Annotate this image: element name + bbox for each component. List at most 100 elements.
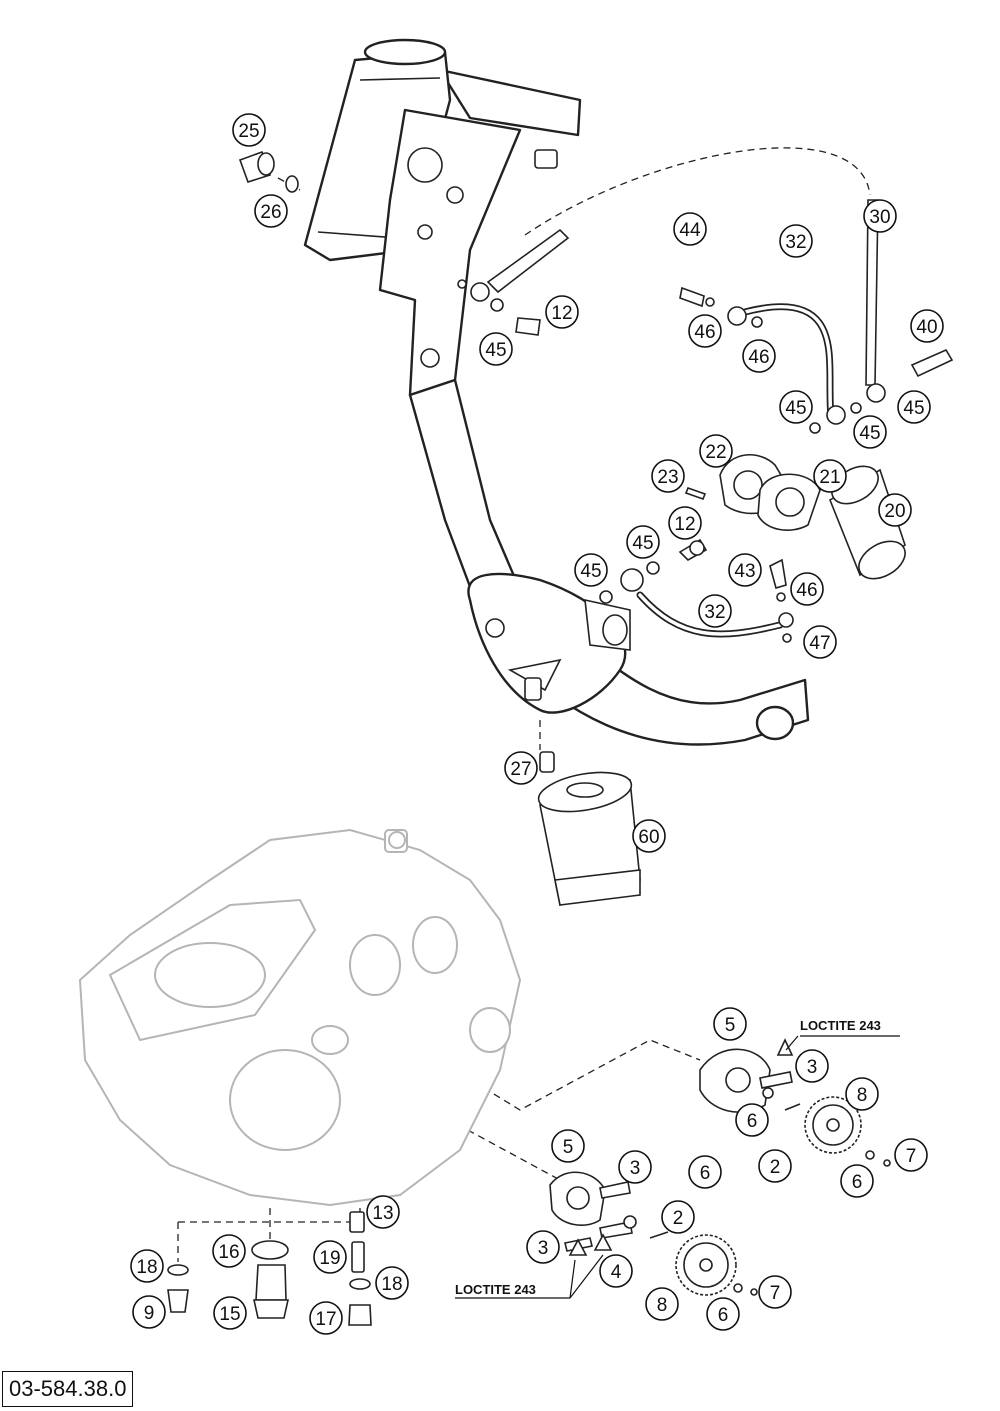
- callout-8: 8: [845, 1077, 879, 1111]
- callout-23: 23: [651, 459, 685, 493]
- callout-7: 7: [758, 1275, 792, 1309]
- callout-circle: [130, 1249, 164, 1283]
- callout-label: 17: [315, 1309, 336, 1330]
- callout-label: 45: [903, 398, 924, 419]
- callout-45: 45: [479, 332, 513, 366]
- loctite-note-top: LOCTITE 243: [800, 1018, 881, 1033]
- callout-3: 3: [526, 1230, 560, 1264]
- callout-label: 25: [238, 121, 259, 142]
- callout-3: 3: [618, 1150, 652, 1184]
- callout-circle: [878, 493, 912, 527]
- callout-46: 46: [790, 572, 824, 606]
- callout-26: 26: [254, 194, 288, 228]
- callout-32: 32: [698, 594, 732, 628]
- callout-label: 46: [796, 580, 817, 601]
- callout-40: 40: [910, 309, 944, 343]
- callout-label: 6: [718, 1305, 729, 1326]
- callout-label: 7: [770, 1283, 781, 1304]
- filter-parts: [238, 150, 906, 907]
- callout-circle: [366, 1195, 400, 1229]
- callout-46: 46: [742, 339, 776, 373]
- callout-circle: [651, 459, 685, 493]
- callout-25: 25: [232, 113, 266, 147]
- callout-label: 46: [694, 322, 715, 343]
- callout-label: 12: [551, 303, 572, 324]
- callout-label: 45: [580, 561, 601, 582]
- engine-case: [78, 828, 522, 1207]
- callout-label: 47: [809, 633, 830, 654]
- oil-pump-parts: [549, 1038, 891, 1296]
- callout-17: 17: [309, 1301, 343, 1335]
- callout-46: 46: [688, 314, 722, 348]
- callout-18: 18: [375, 1266, 409, 1300]
- strainer-parts: [167, 1211, 372, 1326]
- callout-label: 19: [319, 1248, 340, 1269]
- loctite-note-bottom: LOCTITE 243: [455, 1282, 536, 1297]
- callout-circle: [232, 113, 266, 147]
- callout-circle: [758, 1149, 792, 1183]
- callout-15: 15: [213, 1296, 247, 1330]
- callout-label: 15: [219, 1304, 240, 1325]
- callout-circle: [699, 434, 733, 468]
- callout-circle: [132, 1295, 166, 1329]
- callout-circle: [728, 553, 762, 587]
- callout-label: 60: [638, 827, 659, 848]
- callout-circle: [779, 390, 813, 424]
- callout-18: 18: [130, 1249, 164, 1283]
- callout-circle: [661, 1200, 695, 1234]
- callout-circle: [309, 1301, 343, 1335]
- callout-45: 45: [897, 390, 931, 424]
- callout-2: 2: [758, 1149, 792, 1183]
- callout-circle: [894, 1138, 928, 1172]
- callout-27: 27: [504, 751, 538, 785]
- callout-label: 30: [869, 207, 890, 228]
- callout-5: 5: [713, 1007, 747, 1041]
- callout-circle: [551, 1129, 585, 1163]
- callout-45: 45: [626, 525, 660, 559]
- callout-circle: [688, 314, 722, 348]
- callout-label: 2: [770, 1157, 781, 1178]
- callout-9: 9: [132, 1295, 166, 1329]
- callout-13: 13: [366, 1195, 400, 1229]
- callout-7: 7: [894, 1138, 928, 1172]
- callout-label: 20: [884, 501, 905, 522]
- callout-circle: [504, 751, 538, 785]
- callout-45: 45: [853, 415, 887, 449]
- callout-circle: [618, 1150, 652, 1184]
- callout-label: 8: [857, 1085, 868, 1106]
- callout-label: 45: [485, 340, 506, 361]
- callout-label: 3: [538, 1238, 549, 1259]
- callout-3: 3: [795, 1049, 829, 1083]
- callout-circle: [713, 1007, 747, 1041]
- callout-label: 26: [260, 202, 281, 223]
- callout-label: 12: [674, 514, 695, 535]
- callout-circle: [795, 1049, 829, 1083]
- callout-circle: [645, 1287, 679, 1321]
- callout-6: 6: [735, 1103, 769, 1137]
- callouts: 2526124530443246464045454522212320451245…: [130, 113, 944, 1335]
- callout-circle: [526, 1230, 560, 1264]
- callout-label: 6: [747, 1111, 758, 1132]
- callout-6: 6: [840, 1164, 874, 1198]
- callout-8: 8: [645, 1287, 679, 1321]
- callout-label: 6: [852, 1172, 863, 1193]
- callout-label: 23: [657, 467, 678, 488]
- callout-label: 4: [611, 1262, 622, 1283]
- callout-circle: [758, 1275, 792, 1309]
- callout-label: 2: [673, 1208, 684, 1229]
- callout-label: 21: [819, 467, 840, 488]
- callout-circle: [668, 506, 702, 540]
- callout-label: 16: [218, 1242, 239, 1263]
- callout-label: 3: [630, 1158, 641, 1179]
- gear-upper: [804, 1096, 862, 1154]
- callout-12: 12: [545, 295, 579, 329]
- callout-label: 8: [657, 1295, 668, 1316]
- callout-16: 16: [212, 1234, 246, 1268]
- callout-circle: [863, 199, 897, 233]
- callout-circle: [375, 1266, 409, 1300]
- callout-circle: [840, 1164, 874, 1198]
- callout-5: 5: [551, 1129, 585, 1163]
- callout-circle: [813, 459, 847, 493]
- callout-label: 27: [510, 759, 531, 780]
